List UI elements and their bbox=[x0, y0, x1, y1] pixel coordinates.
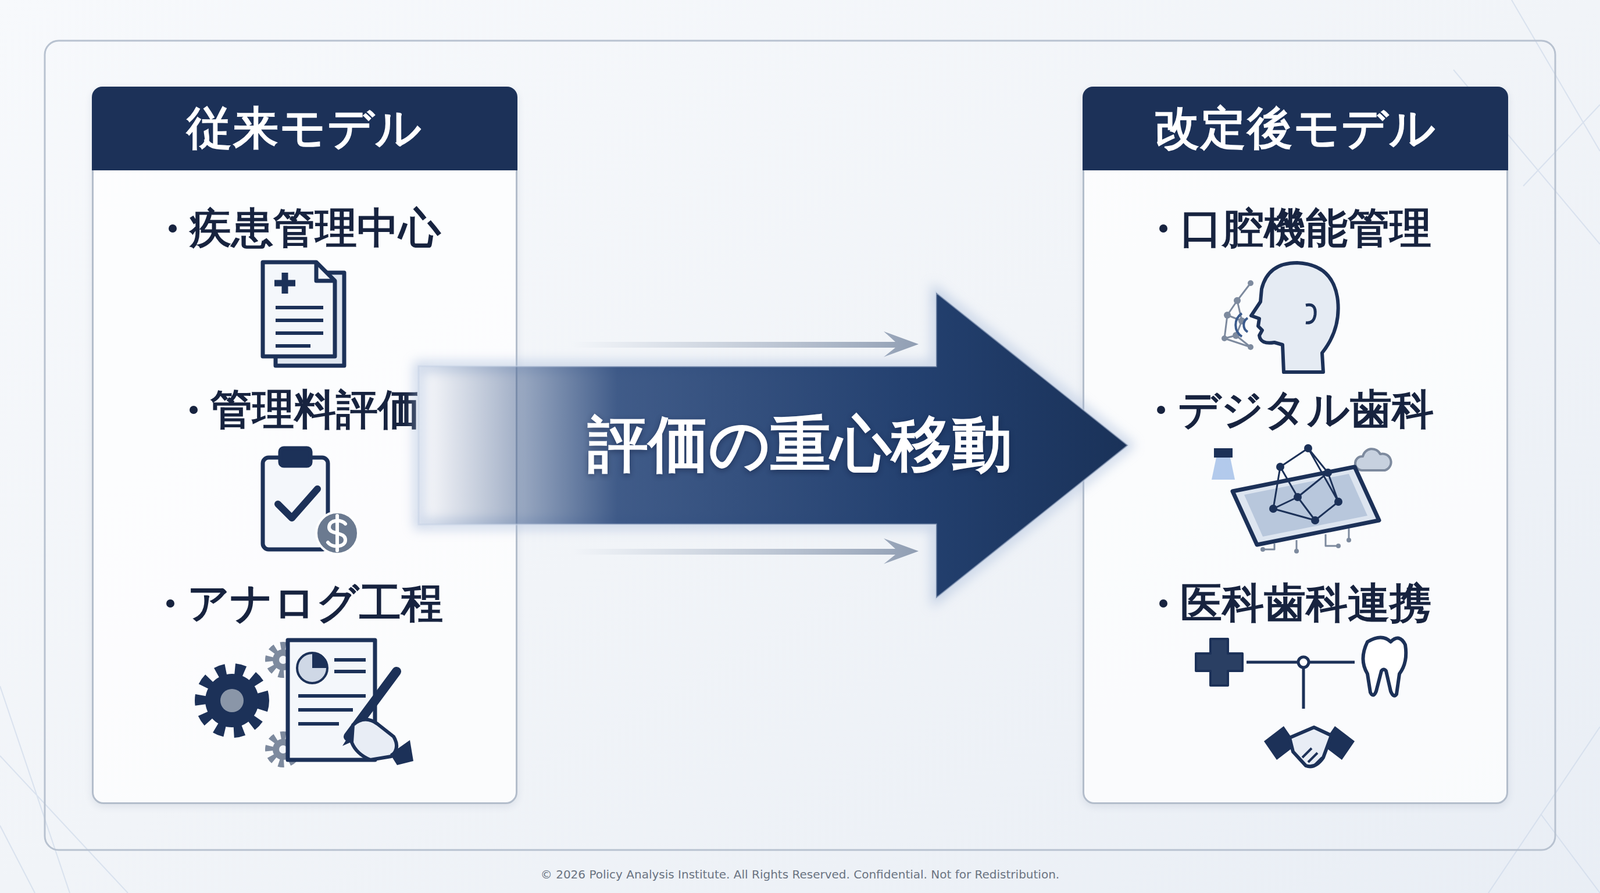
item-text: 医科歯科連携 bbox=[1180, 575, 1432, 632]
panel-item: 口腔機能管理 bbox=[1084, 202, 1507, 255]
bullet-dot bbox=[189, 405, 198, 414]
arrow-label: 評価の重心移動 bbox=[587, 404, 1013, 487]
panel-title: 改定後モデル bbox=[1154, 98, 1437, 160]
shift-arrow bbox=[418, 292, 1128, 599]
panel-item: アナログ工程 bbox=[93, 577, 516, 630]
panel-item: 医科歯科連携 bbox=[1084, 577, 1507, 630]
item-text: 口腔機能管理 bbox=[1180, 200, 1432, 257]
bullet-dot bbox=[1159, 224, 1168, 233]
speed-lines-part bbox=[571, 538, 919, 564]
item-text: デジタル歯科 bbox=[1177, 381, 1434, 438]
panel-item: 疾患管理中心 bbox=[93, 202, 516, 255]
item-text: 管理料評価 bbox=[210, 381, 420, 438]
bullet-dot bbox=[166, 599, 175, 608]
speed-lines-part bbox=[571, 331, 919, 357]
panel-item: デジタル歯科 bbox=[1084, 383, 1507, 437]
panel-header: 従来モデル bbox=[91, 86, 518, 171]
copyright-note: © 2026 Policy Analysis Institute. All Ri… bbox=[540, 867, 1060, 882]
bullet-dot bbox=[1159, 599, 1168, 608]
item-text: 疾患管理中心 bbox=[189, 200, 441, 257]
arrow-glow bbox=[418, 292, 1128, 599]
panel-title: 従来モデル bbox=[186, 98, 423, 160]
bullet-dot bbox=[168, 224, 177, 233]
panel-header: 改定後モデル bbox=[1082, 86, 1509, 171]
panel-item: 管理料評価 bbox=[93, 383, 516, 437]
model-panel: 改定後モデル口腔機能管理デジタル歯科医科歯科連携 bbox=[1082, 86, 1509, 805]
model-panel: 従来モデル疾患管理中心管理料評価アナログ工程 bbox=[91, 86, 518, 805]
outer-frame bbox=[44, 40, 1556, 850]
item-text: アナログ工程 bbox=[187, 575, 444, 632]
bullet-dot bbox=[1156, 405, 1166, 414]
